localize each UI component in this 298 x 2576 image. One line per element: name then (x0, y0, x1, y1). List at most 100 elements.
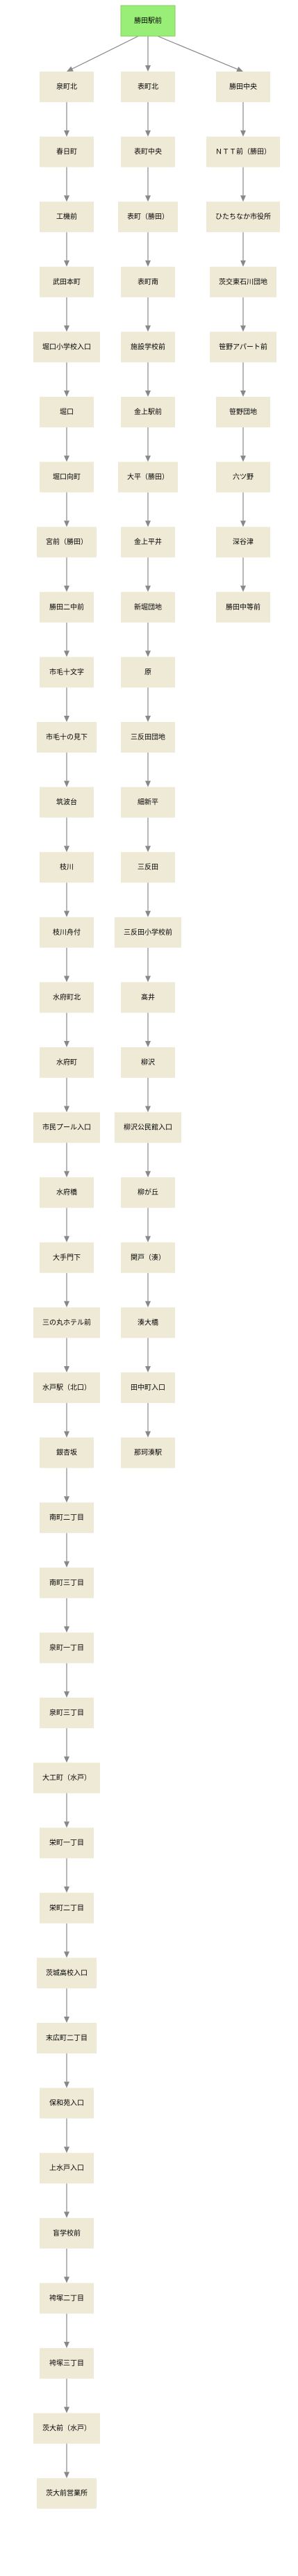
node-col-1-0-box (40, 72, 94, 102)
node-col-3-8: 勝田中等前 (216, 591, 270, 623)
edge-col-1-14 (64, 947, 69, 983)
node-col-1-17-label: 水府橋 (56, 1188, 77, 1197)
node-col-2-5-label: 金上駅前 (134, 407, 162, 416)
node-col-1-12-label: 枝川 (60, 862, 74, 871)
node-col-1-3: 武田本町 (40, 266, 94, 297)
edge-col-1-13 (64, 883, 69, 917)
edge-col-2-14-arrowhead (145, 976, 151, 983)
node-col-2-4-box (121, 331, 175, 363)
edge-col-1-29 (64, 1923, 69, 1958)
edge-start-col-3 (157, 35, 243, 72)
node-col-2-16-label: 柳沢公民館入口 (124, 1123, 172, 1132)
edge-col-2-20 (145, 1338, 151, 1372)
node-col-2-19-box (121, 1307, 175, 1338)
node-col-2-6: 大平（勝田） (118, 461, 178, 493)
edge-col-1-5 (64, 362, 69, 397)
node-col-3-3-label: 茨交東石川団地 (219, 277, 267, 286)
edge-col-1-32-arrowhead (64, 2147, 69, 2153)
node-col-1-6: 堀口向町 (40, 461, 94, 493)
edge-col-1-2 (64, 167, 69, 202)
node-col-2-8-label: 新堀団地 (134, 602, 162, 612)
edge-col-1-1 (64, 102, 69, 137)
edge-col-1-4 (64, 297, 69, 332)
edge-col-2-18 (145, 1208, 151, 1242)
edge-col-1-9-arrowhead (64, 650, 69, 657)
node-col-1-16-label: 市民プール入口 (42, 1123, 91, 1132)
edge-col-1-36 (64, 2379, 69, 2413)
edge-col-3-8-arrowhead (240, 585, 246, 592)
edge-col-1-27-arrowhead (64, 1821, 69, 1828)
edge-col-1-11 (64, 753, 69, 787)
node-col-2-7: 金上平井 (121, 527, 175, 558)
edge-col-2-19-arrowhead (145, 1301, 151, 1308)
node-col-1-22-box (40, 1502, 94, 1534)
edge-col-1-33-arrowhead (64, 2211, 69, 2218)
edge-col-2-15 (145, 1012, 151, 1047)
node-col-2-4: 施設学校前 (121, 331, 175, 363)
edge-col-1-8-arrowhead (64, 585, 69, 592)
edge-col-1-35-arrowhead (64, 2342, 69, 2348)
node-col-1-22-label: 南町二丁目 (49, 1513, 84, 1522)
edge-col-1-20 (64, 1338, 69, 1372)
edge-col-1-26-arrowhead (64, 1756, 69, 1763)
node-col-1-5-label: 堀口 (60, 408, 74, 416)
node-col-3-0-box (216, 72, 270, 102)
edge-col-2-15-arrowhead (145, 1041, 151, 1047)
edge-start-col-1 (67, 35, 139, 72)
edge-col-3-3-arrowhead (240, 260, 246, 267)
edge-col-1-2-arrowhead (64, 195, 69, 202)
edge-start-col-2-arrowhead (145, 65, 151, 72)
edge-col-1-17-arrowhead (64, 1171, 69, 1178)
node-col-3-4-box (210, 331, 276, 363)
edge-col-1-30-arrowhead (64, 2017, 69, 2023)
node-col-3-0: 勝田中央 (216, 72, 270, 102)
edge-col-1-29-arrowhead (64, 1951, 69, 1958)
edge-col-2-16-arrowhead (145, 1106, 151, 1113)
node-col-2-2-label: 表町（勝田） (127, 212, 169, 221)
edge-col-3-7 (240, 492, 246, 527)
edge-col-1-27 (64, 1793, 69, 1828)
node-col-1-28: 栄町二丁目 (40, 1892, 94, 1923)
node-col-1-20: 水戸駅（北口） (33, 1372, 100, 1403)
node-col-1-16-box (33, 1112, 100, 1143)
edge-col-2-13-arrowhead (145, 910, 151, 917)
node-col-1-7-box (37, 527, 97, 558)
edge-col-2-1 (145, 102, 151, 137)
node-col-1-16: 市民プール入口 (33, 1112, 100, 1143)
node-col-1-36-label: 茨大前（水戸） (42, 2424, 91, 2433)
node-col-1-19-box (33, 1307, 100, 1338)
node-col-2-9-box (121, 657, 175, 688)
node-col-2-18-label: 関戸（湊） (131, 1253, 165, 1262)
edge-col-1-12 (64, 817, 69, 853)
node-col-3-3-box (210, 266, 276, 297)
node-col-3-7: 深谷津 (216, 527, 270, 558)
node-col-1-23-label: 南町三丁目 (49, 1578, 84, 1587)
node-col-1-37: 茨大前営業所 (37, 2478, 97, 2509)
edge-col-1-4-arrowhead (64, 325, 69, 332)
node-col-3-1-box (206, 136, 280, 167)
node-col-1-2-box (40, 202, 94, 233)
edge-col-2-7 (145, 492, 151, 527)
edge-start-col-2 (145, 36, 151, 72)
node-col-2-0-label: 表町北 (138, 82, 158, 91)
node-col-1-14-box (40, 982, 94, 1013)
node-col-3-6: 六ツ野 (216, 461, 270, 493)
edge-col-1-30 (64, 1988, 69, 2023)
node-col-1-5-box (40, 397, 94, 427)
node-col-2-0: 表町北 (121, 72, 175, 102)
node-col-1-19: 三の丸ホテル前 (33, 1307, 100, 1338)
node-col-1-11: 筑波台 (40, 787, 94, 818)
node-col-1-32-box (40, 2153, 94, 2184)
node-col-1-18: 大手門下 (40, 1242, 94, 1273)
node-col-1-28-box (40, 1892, 94, 1923)
node-col-1-14: 水府町北 (40, 982, 94, 1013)
edge-col-2-3 (145, 232, 151, 267)
node-col-1-33-box (40, 2217, 94, 2249)
edge-col-1-20-arrowhead (64, 1366, 69, 1372)
edge-col-1-5-arrowhead (64, 391, 69, 397)
node-start-label: 勝田駅前 (134, 16, 162, 25)
node-col-2-6-box (118, 461, 178, 493)
node-col-2-6-label: 大平（勝田） (127, 473, 169, 482)
node-col-1-4: 堀口小学校入口 (33, 331, 100, 363)
node-col-1-31-label: 保和苑入口 (49, 2099, 84, 2108)
